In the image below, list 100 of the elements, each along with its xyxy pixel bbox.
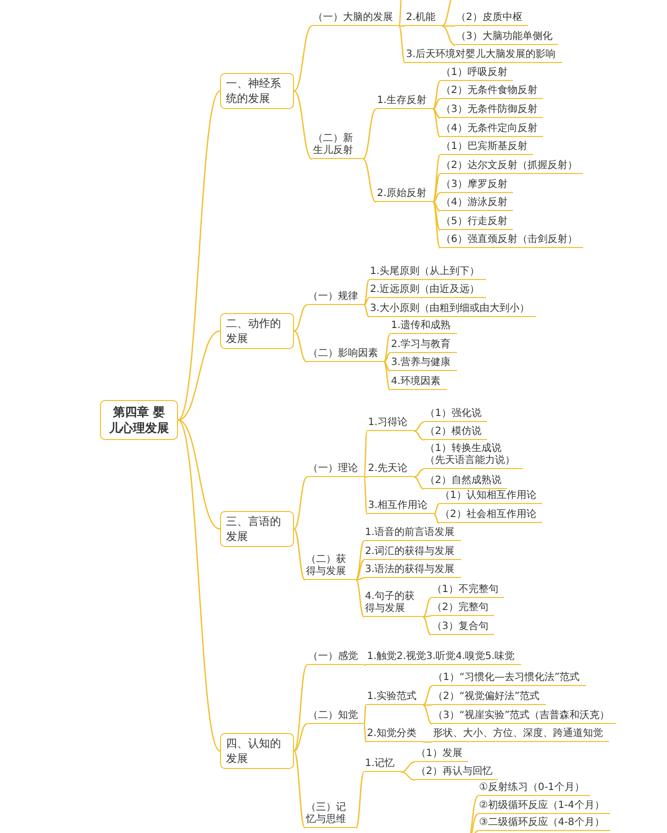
branch-label: 1.生存反射: [376, 95, 433, 109]
branch-label: 1.语音的前言语发展: [364, 527, 461, 541]
branch-label: （二）获得与发展: [305, 554, 356, 580]
branch-label: 形状、大小、方位、深度、跨通道知觉: [432, 728, 609, 742]
branch-label: 2.机能: [405, 12, 442, 26]
branch-label: 1.习得论: [367, 417, 414, 431]
branch-label: 1.遗传和成熟: [390, 320, 457, 334]
branch-connector: [363, 476, 368, 514]
topic-box: 三、言语的发展: [220, 511, 294, 547]
branch-connector: [294, 528, 306, 580]
branch-label: （二）影响因素: [307, 348, 384, 362]
branch-connector: [414, 476, 424, 490]
branch-label: 1.实验范式: [366, 691, 423, 705]
branch-label: （2）完整句: [431, 602, 494, 616]
branch-connector: [384, 352, 390, 363]
branch-label: （3）“视崖实验”范式（吉普森和沃克）: [432, 710, 616, 724]
branch-label: （一）规律: [307, 291, 364, 305]
branch-connector: [356, 540, 364, 580]
branch-connector: [384, 361, 390, 372]
branch-connector: [422, 616, 432, 636]
branch-connector: [432, 108, 440, 119]
branch-connector: [384, 334, 390, 362]
branch-label: 1.触觉2.视觉3.听觉4.嗅觉5.味觉: [366, 651, 521, 665]
branch-connector: [294, 90, 312, 160]
branch-label: （一）理论: [307, 463, 364, 477]
branch-label: （二）新生儿反射: [312, 133, 363, 159]
branch-connector: [432, 202, 441, 248]
branch-connector: [432, 108, 440, 138]
branch-label: （2）模仿说: [424, 426, 488, 440]
branch-label: （2）再认与回忆: [415, 766, 498, 780]
branch-connector: [422, 704, 432, 725]
branch-label: 2.原始反射: [376, 188, 433, 202]
branch-connector: [398, 0, 403, 26]
branch-connector: [364, 304, 370, 318]
branch-connector: [363, 704, 367, 724]
branch-connector: [294, 723, 308, 752]
branch-connector: [434, 503, 440, 515]
branch-connector: [178, 419, 220, 530]
branch-connector: [432, 80, 440, 110]
branch-connector: [432, 202, 440, 230]
branch-connector: [442, 25, 455, 27]
branch-connector: [294, 750, 306, 828]
branch-connector: [422, 615, 432, 618]
branch-connector: [432, 201, 440, 212]
branch-connector: [294, 476, 308, 530]
branch-label: （1）呼吸反射: [440, 67, 514, 81]
branch-connector: [362, 158, 376, 203]
branch-connector: [362, 108, 376, 160]
branch-label: （1）巴宾斯基反射: [440, 141, 534, 155]
branch-label: 2.先天论: [367, 463, 414, 477]
branch-label: （2）社会相互作用论: [439, 509, 542, 523]
branch-connector: [398, 26, 406, 64]
branch-connector: [356, 577, 364, 581]
branch-label: 1.记忆: [364, 758, 401, 772]
branch-connector: [400, 771, 416, 781]
branch-connector: [432, 154, 441, 202]
branch-label: （2）“视觉偏好法”范式: [432, 691, 546, 705]
branch-label: 1.头尾原则（从上到下）: [369, 266, 486, 280]
branch-label: ①反射练习（0-1个月）: [478, 782, 590, 796]
branch-connector: [399, 25, 405, 27]
branch-connector: [356, 772, 364, 828]
branch-label: （5）行走反射: [440, 216, 514, 230]
branch-label: （二）知觉: [307, 710, 364, 724]
branch-connector: [177, 90, 221, 420]
branch-connector: [432, 192, 440, 203]
branch-connector: [356, 580, 364, 618]
branch-connector: [178, 330, 220, 421]
branch-label: ③二级循环反应（4-8个月）: [478, 817, 610, 831]
branch-connector: [363, 724, 367, 742]
branch-connector: [422, 685, 432, 706]
branch-label: （三）记忆与思维: [305, 802, 356, 828]
branch-label: （3）大脑功能单侧化: [455, 31, 558, 45]
branch-connector: [294, 664, 308, 752]
branch-connector: [363, 280, 370, 306]
branch-connector: [414, 430, 424, 441]
branch-label: （6）强直颈反射（击剑反射）: [440, 234, 584, 248]
branch-connector: [294, 330, 308, 363]
topic-box: 二、动作的发展: [220, 313, 294, 349]
branch-label: （1）不完整句: [431, 584, 504, 598]
branch-connector: [432, 174, 440, 202]
branch-label: 2.学习与教育: [390, 339, 457, 353]
branch-label: （一）大脑的发展: [312, 12, 399, 26]
branch-label: （2）自然成熟说: [424, 475, 508, 489]
branch-connector: [356, 559, 364, 581]
branch-label: （2）无条件食物反射: [440, 85, 544, 99]
branch-label: （3）摩罗反射: [440, 179, 514, 193]
branch-connector: [432, 98, 440, 110]
branch-label: （2）皮质中枢: [455, 12, 528, 26]
branch-connector: [294, 304, 308, 332]
branch-label: 3.相互作用论: [367, 500, 434, 514]
topic-box: 第四章 婴儿心理发展: [100, 400, 178, 440]
branch-connector: [434, 513, 440, 524]
branch-label: （1）认知相互作用论: [439, 490, 542, 504]
branch-connector: [423, 741, 432, 743]
branch-label: 2.近远原则（由近及远）: [369, 284, 486, 298]
branch-label: （2）达尔文反射（抓握反射）: [440, 160, 584, 174]
branch-connector: [414, 421, 424, 432]
branch-connector: [422, 597, 432, 618]
branch-label: （3）复合句: [431, 621, 494, 635]
branch-connector: [384, 362, 390, 390]
